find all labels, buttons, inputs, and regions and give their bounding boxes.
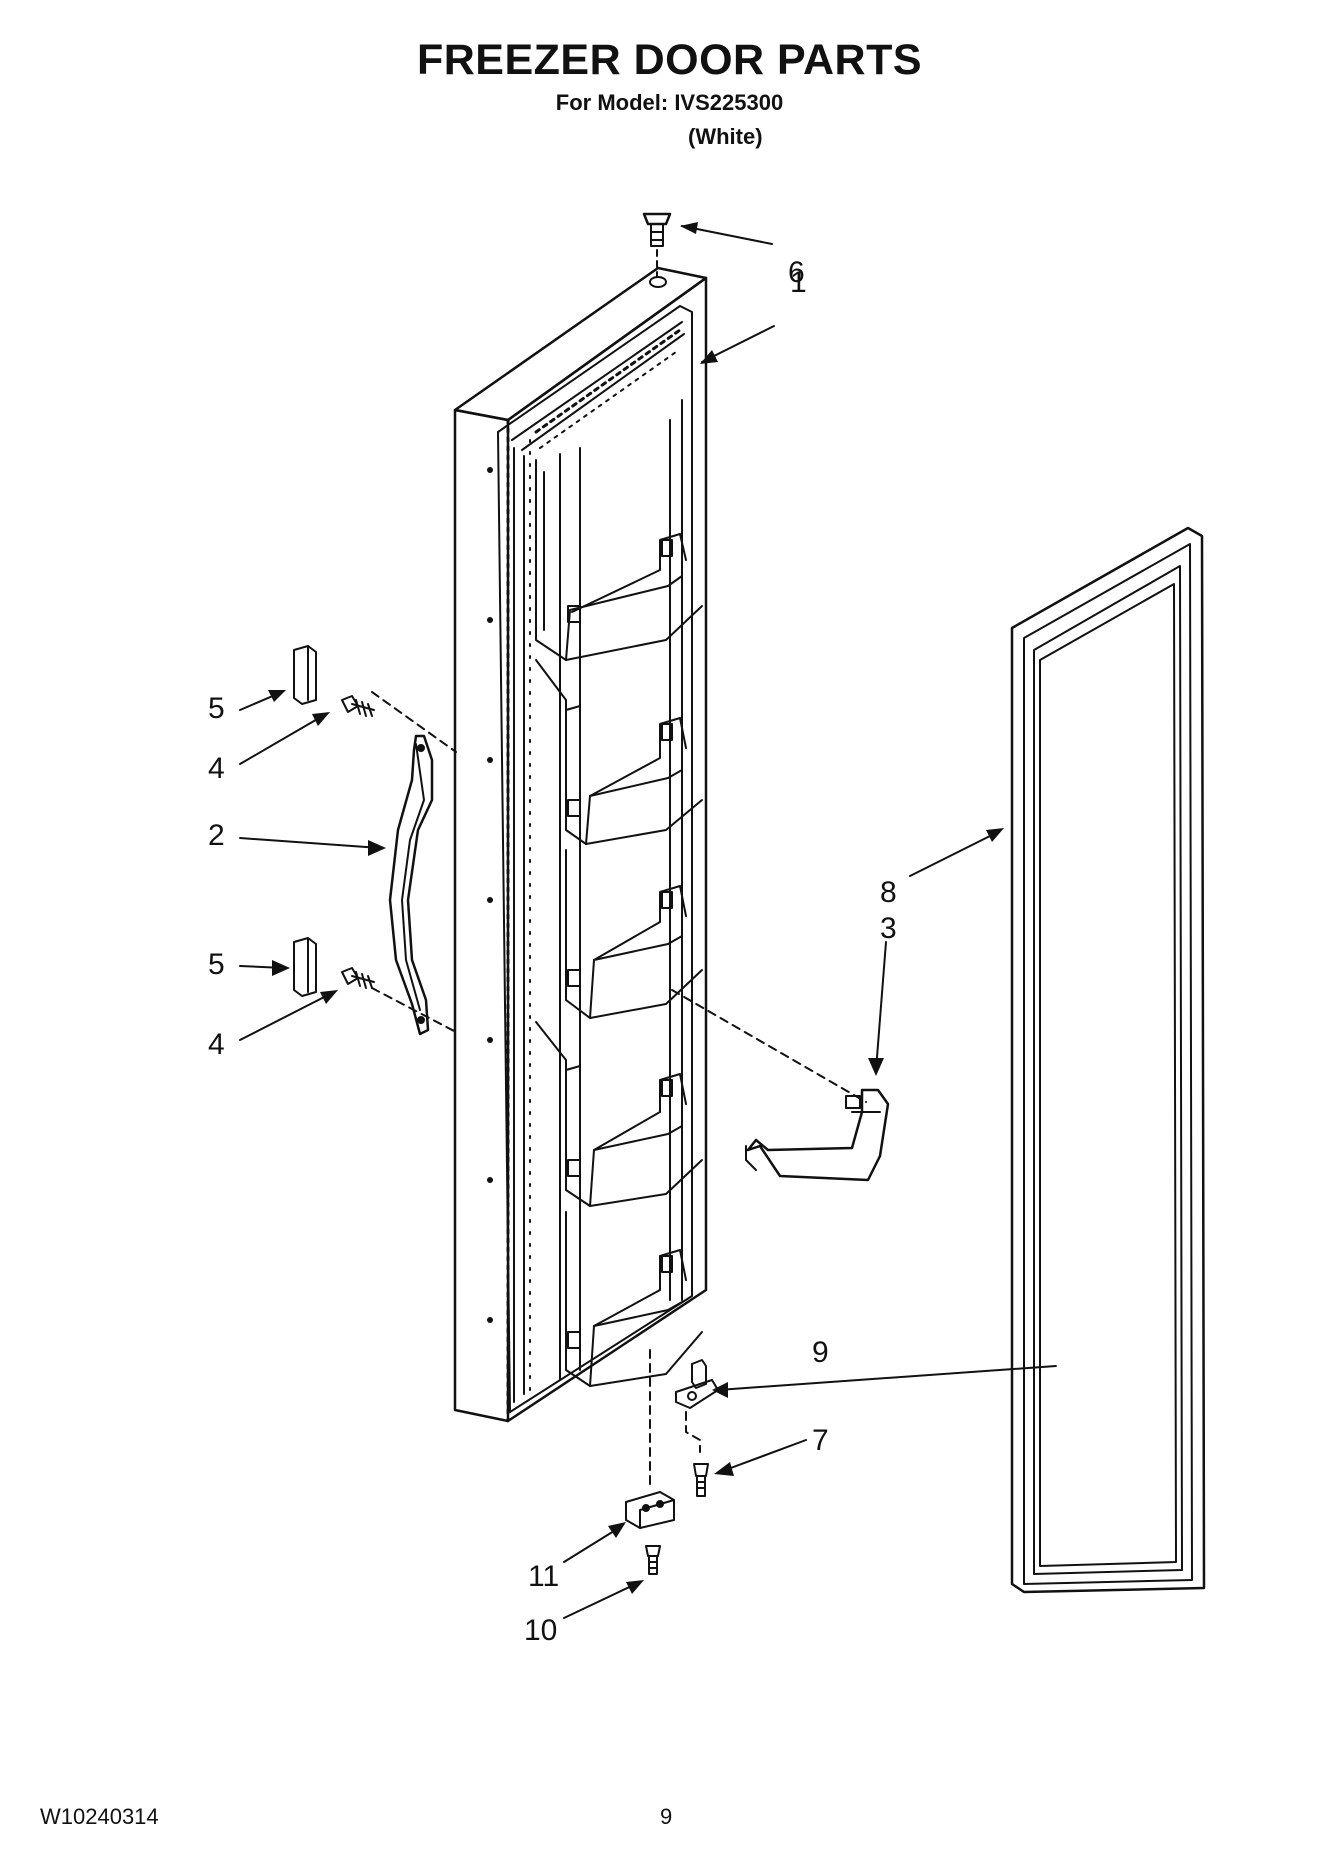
callout-9: 9 — [812, 1336, 829, 1369]
callout-5-top: 5 — [208, 692, 225, 725]
callout-7: 7 — [812, 1424, 829, 1457]
door-bin — [671, 989, 890, 1182]
model-line: For Model: IVS225300 — [555, 90, 784, 115]
color-line: (White) — [688, 124, 763, 149]
callout-11: 11 — [528, 1560, 559, 1593]
door-shelf-4 — [535, 1021, 703, 1207]
bottom-hinge — [675, 1359, 719, 1453]
door-gasket — [1010, 526, 1206, 1594]
arrowheads — [268, 222, 1004, 1594]
callout-4-top: 4 — [208, 752, 225, 785]
handle-end-cap-top — [293, 645, 317, 705]
callout-10: 10 — [524, 1614, 557, 1647]
callout-2: 2 — [208, 819, 225, 852]
callout-8: 8 — [880, 876, 897, 909]
handle-screw-bottom — [341, 967, 375, 989]
callout-6: 6 — [788, 256, 805, 289]
door-shelf-1 — [535, 459, 703, 661]
bracket-screw — [645, 1545, 661, 1575]
leader-lines — [239, 225, 1057, 1619]
door-handle — [371, 691, 457, 1036]
callout-1: 1 — [790, 266, 807, 299]
hinge-bracket — [625, 1349, 675, 1529]
door-shelf-5 — [565, 1211, 703, 1387]
callout-3: 3 — [880, 912, 897, 945]
page-title: FREEZER DOOR PARTS — [416, 36, 923, 84]
top-hinge-screw — [642, 212, 672, 277]
door-assembly — [453, 266, 708, 1423]
door-shelf-2 — [535, 659, 703, 845]
handle-end-cap-bottom — [293, 937, 317, 997]
page-number: 9 — [660, 1804, 673, 1829]
callout-5-bottom: 5 — [208, 948, 225, 981]
handle-screw-top — [341, 695, 375, 717]
document-number: W10240314 — [40, 1804, 159, 1829]
callout-4-bottom: 4 — [208, 1028, 225, 1061]
hinge-screw — [693, 1463, 709, 1497]
